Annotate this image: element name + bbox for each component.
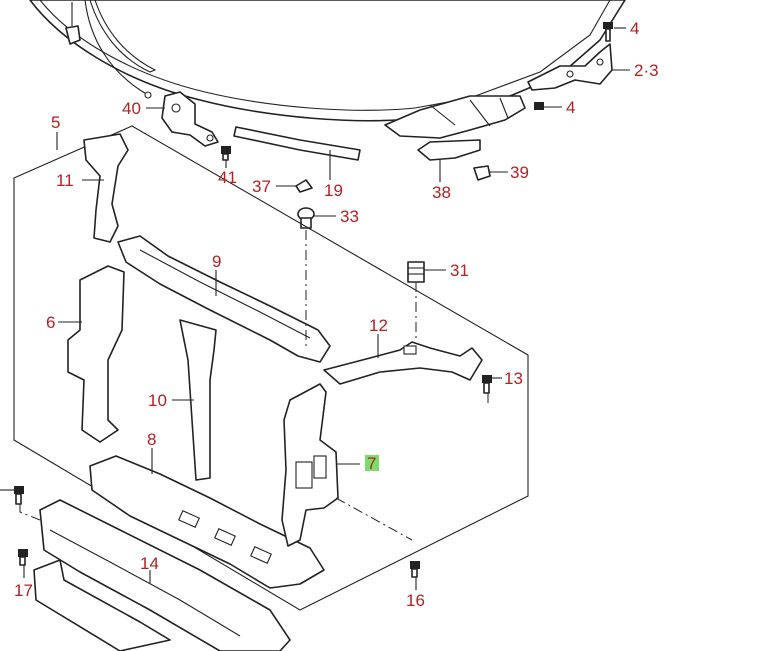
callout-19[interactable]: 19 — [324, 181, 343, 200]
clip-39 — [473, 165, 491, 181]
hood-lock — [161, 91, 219, 147]
clip-top — [65, 25, 81, 45]
callout-31[interactable]: 31 — [450, 261, 469, 280]
bolt-17 — [18, 549, 28, 566]
clip-37 — [295, 179, 313, 193]
bolt-13 — [482, 375, 492, 394]
hood-seal-strip — [233, 126, 361, 161]
center-brace-10 — [179, 319, 217, 481]
highlight-7 — [365, 455, 379, 471]
assembly-outline — [13, 125, 529, 611]
callout-40[interactable]: 40 — [122, 99, 141, 118]
leader-lines — [0, 2, 630, 590]
callout-6[interactable]: 6 — [46, 313, 55, 332]
bolt-4-mid — [534, 102, 544, 110]
callout-11[interactable]: 11 — [56, 171, 74, 190]
callout-14[interactable]: 14 — [140, 554, 159, 573]
callout-5[interactable]: 5 — [51, 113, 60, 132]
callout-2-3[interactable]: 2·3 — [634, 61, 659, 80]
callout-9[interactable]: 9 — [212, 252, 221, 271]
callout-37[interactable]: 37 — [252, 177, 271, 196]
bolt-41 — [221, 146, 231, 161]
callout-8[interactable]: 8 — [147, 430, 156, 449]
bumper-bracket — [33, 559, 171, 651]
callout-17[interactable]: 17 — [14, 581, 33, 600]
callout-12[interactable]: 12 — [369, 316, 388, 335]
hood — [29, 0, 626, 139]
callout-7[interactable]: 7 — [367, 454, 376, 473]
callout-33[interactable]: 33 — [340, 207, 359, 226]
stopper-31 — [407, 261, 425, 283]
bolt-left — [14, 486, 24, 505]
callout-4-top[interactable]: 4 — [630, 19, 639, 38]
side-member-6 — [67, 265, 125, 443]
callout-13[interactable]: 13 — [504, 369, 523, 388]
upper-arm-12 — [323, 341, 483, 385]
callout-38[interactable]: 38 — [432, 183, 451, 202]
callout-39[interactable]: 39 — [510, 163, 529, 182]
callout-4-mid[interactable]: 4 — [566, 98, 575, 117]
upper-member-9 — [117, 235, 331, 363]
hood-strip — [89, 0, 157, 73]
brace-11 — [83, 133, 129, 243]
callout-10[interactable]: 10 — [148, 391, 167, 410]
cable-end — [144, 91, 152, 99]
bumper-33 — [297, 207, 315, 229]
callout-41[interactable]: 41 — [218, 168, 237, 187]
hood-cable — [84, 0, 149, 96]
bumper-reinforcement-14 — [39, 499, 291, 651]
bracket-38 — [417, 139, 481, 161]
bolt-4-top — [603, 22, 613, 42]
callout-16[interactable]: 16 — [406, 591, 425, 610]
bolt-16 — [410, 561, 420, 578]
